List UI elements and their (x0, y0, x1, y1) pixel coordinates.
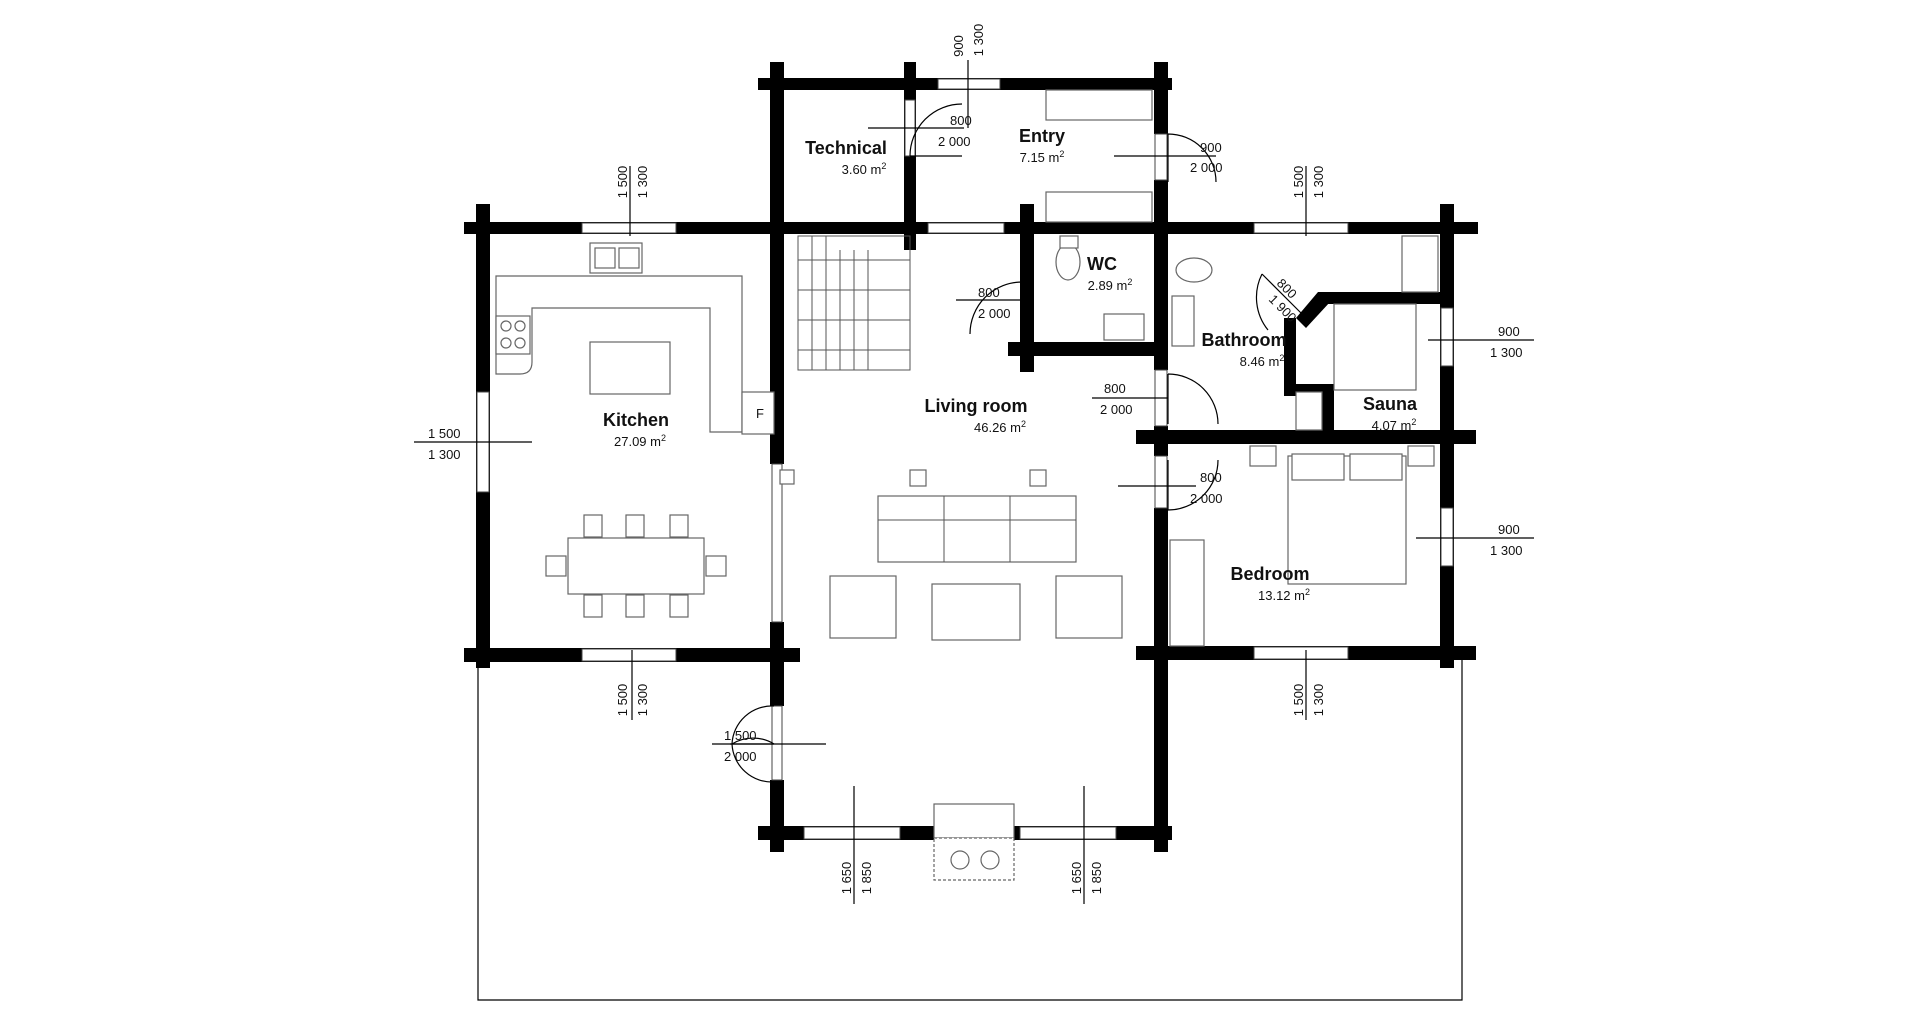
window-living-bottom-1 (803, 826, 901, 840)
dim-right-bed-w: 900 (1498, 522, 1520, 537)
dimension-lines (414, 60, 1534, 904)
dim-kitchen-bot-h: 1 300 (635, 684, 650, 717)
room-area-bedroom: 13.12 m2 (1258, 587, 1310, 603)
dim-entry-door-h: 2 000 (1190, 160, 1223, 175)
window-bed-right (1440, 507, 1454, 567)
living-left-glazing (771, 463, 783, 623)
room-name-technical: Technical (805, 138, 887, 158)
room-area-kitchen: 27.09 m2 (614, 433, 666, 449)
bed-door-frame (1154, 455, 1168, 509)
window-living-bottom-2 (1019, 826, 1117, 840)
room-area-living: 46.26 m2 (974, 419, 1026, 435)
dim-bath-door-w: 800 (1104, 381, 1126, 396)
room-name-bathroom: Bathroom (1202, 330, 1287, 350)
dim-bath-top-w: 1 500 (1291, 166, 1306, 199)
room-area-wc: 2.89 m2 (1088, 277, 1133, 293)
room-name-living: Living room (925, 396, 1028, 416)
window-bath-top (1253, 222, 1349, 234)
door-entry (1167, 133, 1217, 183)
dim-kitchen-top-h: 1 300 (635, 166, 650, 199)
dim-top-window-h: 1 300 (971, 24, 986, 57)
door-sauna (1255, 273, 1305, 331)
window-kitchen-bottom (581, 648, 677, 662)
room-area-technical: 3.60 m2 (842, 161, 887, 177)
dim-right-top-h: 1 300 (1490, 345, 1523, 360)
door-bedroom (1167, 459, 1219, 511)
dim-bed-door-h: 2 000 (1190, 491, 1223, 506)
terrace-outline (477, 652, 1463, 1001)
dim-terrace-door-w: 1 500 (724, 728, 757, 743)
fridge-label: F (756, 406, 764, 421)
furniture: F (495, 89, 1439, 881)
dim-wc-door-w: 800 (978, 285, 1000, 300)
window-kitchen-top (581, 222, 677, 234)
window-bed-bottom (1253, 646, 1349, 660)
dim-bath-top-h: 1 300 (1311, 166, 1326, 199)
dim-right-bed-h: 1 300 (1490, 543, 1523, 558)
dim-kitchen-left-w: 1 500 (428, 426, 461, 441)
room-labels: Technical 3.60 m2 Entry 7.15 m2 WC 2.89 … (603, 126, 1418, 603)
dim-liv-bot1-w: 1 650 (839, 862, 854, 895)
room-name-sauna: Sauna (1363, 394, 1418, 414)
dim-wc-door-h: 2 000 (978, 306, 1011, 321)
dim-entry-door-w: 900 (1200, 140, 1222, 155)
room-area-entry: 7.15 m2 (1020, 149, 1065, 165)
door-terrace-2 (731, 737, 775, 783)
room-name-wc: WC (1087, 254, 1117, 274)
dim-liv-bot1-h: 1 850 (859, 862, 874, 895)
entry-door-frame (1154, 133, 1168, 181)
dim-kitchen-left-h: 1 300 (428, 447, 461, 462)
room-name-bedroom: Bedroom (1230, 564, 1309, 584)
dim-kitchen-top-w: 1 500 (615, 166, 630, 199)
room-area-bathroom: 8.46 m2 (1240, 353, 1285, 369)
door-wc (969, 281, 1023, 335)
window-top-technical (937, 78, 1001, 90)
dim-kitchen-bot-w: 1 500 (615, 684, 630, 717)
door-bathroom (1167, 373, 1219, 425)
window-living-top (927, 222, 1005, 234)
dim-bed-bot-w: 1 500 (1291, 684, 1306, 717)
dim-terrace-door-h: 2 000 (724, 749, 757, 764)
dim-bath-door-h: 2 000 (1100, 402, 1133, 417)
room-name-kitchen: Kitchen (603, 410, 669, 430)
room-name-entry: Entry (1019, 126, 1065, 146)
door-technical (909, 103, 963, 157)
dim-tech-door-w: 800 (950, 113, 972, 128)
dim-liv-bot2-w: 1 650 (1069, 862, 1084, 895)
dim-liv-bot2-h: 1 850 (1089, 862, 1104, 895)
dim-right-top-w: 900 (1498, 324, 1520, 339)
dim-top-window-w: 900 (951, 35, 966, 57)
window-sauna-right (1440, 307, 1454, 367)
dim-bed-door-w: 800 (1200, 470, 1222, 485)
room-area-sauna: 4.07 m2 (1372, 417, 1417, 433)
dim-bed-bot-h: 1 300 (1311, 684, 1326, 717)
dim-tech-door-h: 2 000 (938, 134, 971, 149)
